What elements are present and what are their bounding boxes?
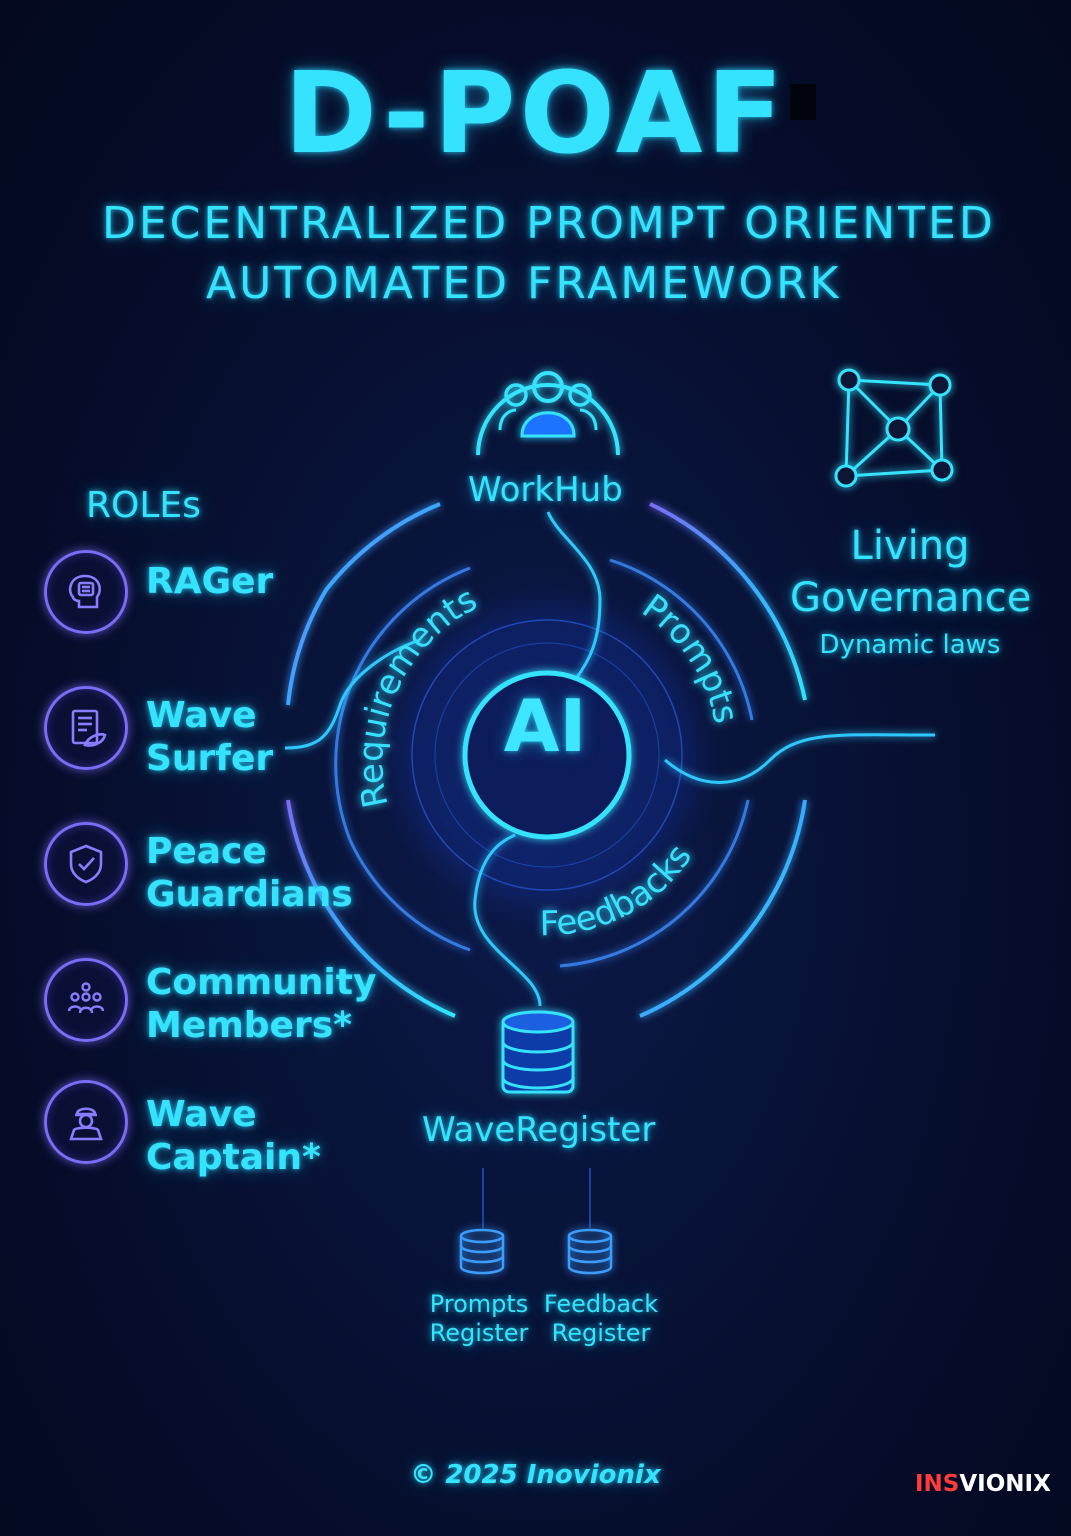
role-wave-captain-line-2: Captain*	[146, 1137, 321, 1178]
brand-logo-part-2: VIONIX	[959, 1471, 1051, 1497]
brand-logo: INSVIONIX	[915, 1473, 1051, 1496]
ai-label: AI	[503, 684, 587, 768]
role-wave-captain: Wave Captain*	[146, 1093, 321, 1179]
copyright-text: © 2025 Inovionix	[410, 1460, 661, 1490]
role-rager: RAGer	[146, 560, 273, 603]
inner-ring	[411, 619, 683, 891]
prompts-register-line-1: Prompts	[429, 1290, 529, 1318]
feedback-register-label: Feedback Register	[536, 1290, 666, 1348]
role-peace-guardians: Peace Guardians	[146, 830, 353, 916]
role-community-members-line-2: Members*	[146, 1005, 352, 1046]
outer-ring	[286, 502, 807, 1018]
subtitle-line-1: DECENTRALIZED PROMPT ORIENTED	[102, 198, 996, 249]
network-graph-icon	[834, 368, 954, 488]
flow-lines	[284, 511, 936, 1007]
prompts-register-label: Prompts Register	[418, 1290, 540, 1348]
feedback-register-line-1: Feedback	[543, 1290, 659, 1318]
role-wave-surfer-line-1: Wave	[146, 695, 257, 736]
subtitle-line-2: AUTOMATED FRAMEWORK	[206, 258, 842, 309]
prompts-register-line-2: Register	[429, 1319, 529, 1347]
middle-ring	[334, 558, 754, 968]
governance-title-line-2: Governance	[790, 575, 1032, 621]
ai-core	[462, 670, 632, 840]
workhub-label: WorkHub	[468, 470, 623, 510]
shield-check-icon	[44, 822, 128, 906]
governance-subtitle: Dynamic laws	[819, 630, 1001, 660]
waveregister-label: WaveRegister	[422, 1110, 656, 1150]
brand-logo-part-1: INS	[915, 1471, 960, 1497]
database-icon	[501, 1010, 575, 1094]
role-peace-guardians-line-1: Peace	[146, 831, 267, 872]
role-peace-guardians-line-2: Guardians	[146, 874, 353, 915]
users-group-icon	[476, 371, 620, 456]
captain-icon	[44, 1080, 128, 1164]
roles-heading: ROLEs	[86, 485, 201, 526]
feedback-register-database-icon	[567, 1228, 613, 1275]
brain-document-icon	[44, 550, 128, 634]
role-community-members: Community Members*	[146, 961, 376, 1047]
governance-title: Living Governance	[790, 520, 1032, 624]
inner-ring-2	[434, 642, 660, 868]
role-wave-surfer-line-2: Surfer	[146, 738, 274, 779]
governance-title-line-1: Living	[850, 523, 970, 569]
role-wave-captain-line-1: Wave	[146, 1094, 257, 1135]
prompts-register-database-icon	[459, 1228, 505, 1275]
role-rager-line-1: RAGer	[146, 561, 274, 602]
document-leaf-icon	[44, 686, 128, 770]
people-group-icon	[44, 958, 128, 1042]
feedback-register-line-2: Register	[551, 1319, 651, 1347]
role-wave-surfer: Wave Surfer	[146, 694, 273, 780]
role-community-members-line-1: Community	[146, 962, 377, 1003]
page-title: D-POAF	[283, 49, 787, 179]
register-connectors	[482, 1168, 591, 1228]
title-decoration	[790, 84, 816, 120]
